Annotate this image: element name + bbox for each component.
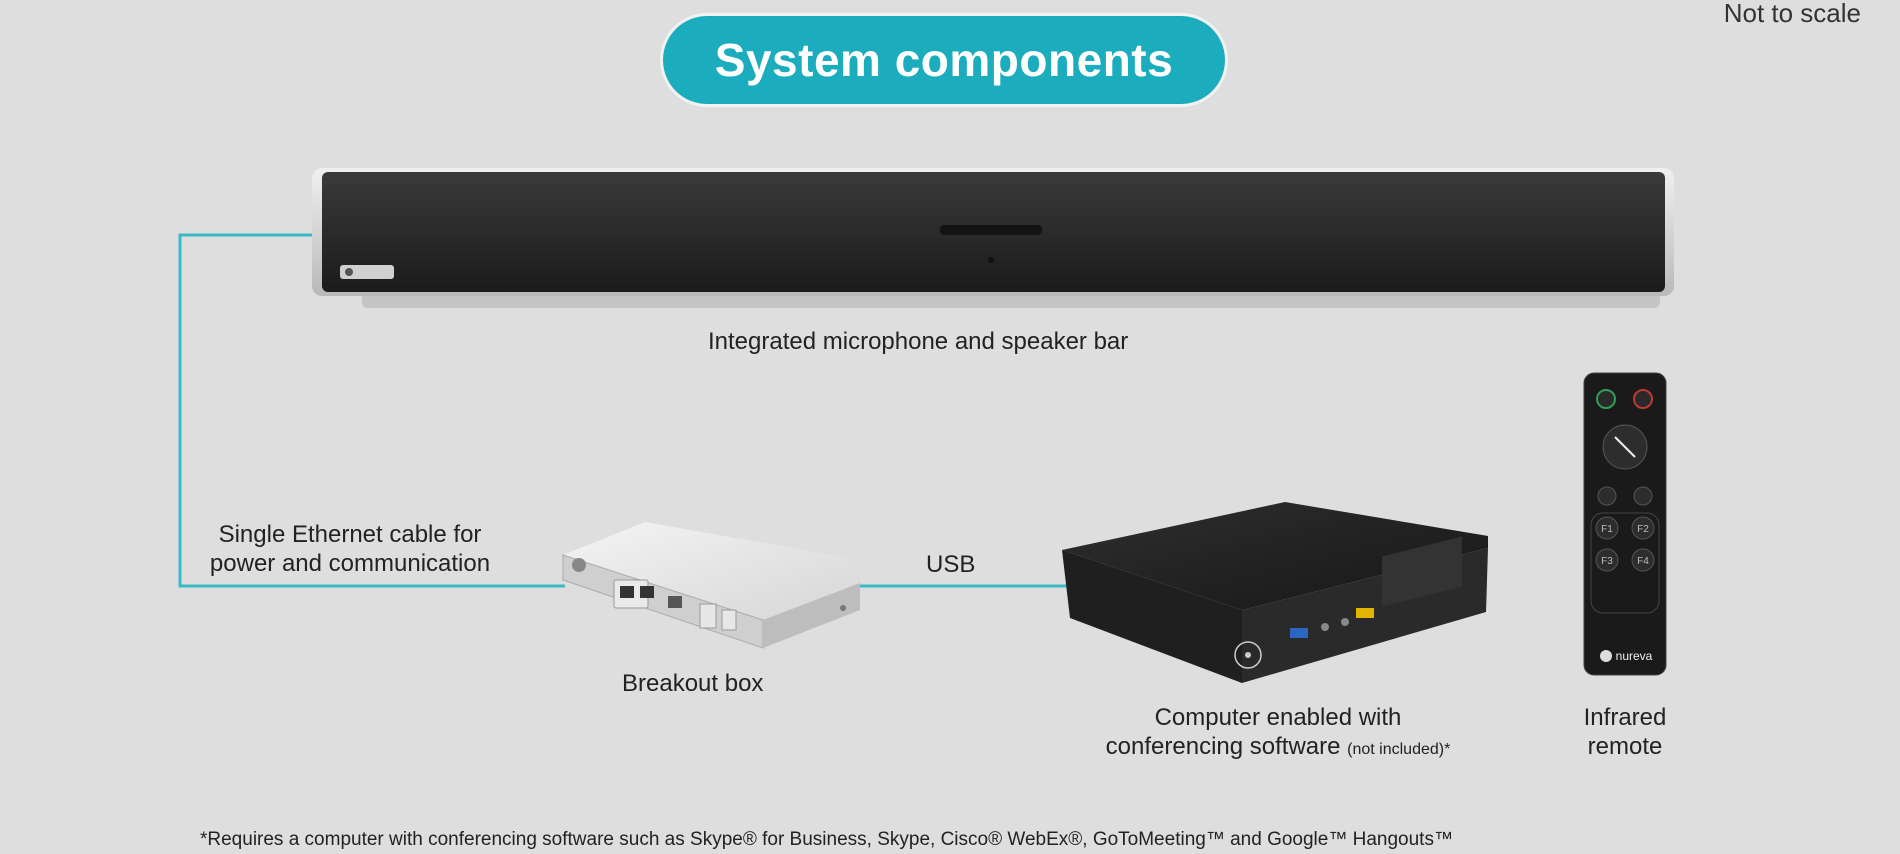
volume-down-icon (1597, 486, 1617, 506)
remote-label: Infrared remote (1583, 704, 1667, 760)
svg-text:F1: F1 (1601, 524, 1613, 535)
call-icon (1596, 389, 1616, 409)
svg-text:F3: F3 (1601, 556, 1613, 567)
speaker-bar-label: Integrated microphone and speaker bar (708, 328, 1129, 355)
computer-label: Computer enabled with conferencing softw… (1105, 704, 1451, 760)
computer (1062, 502, 1488, 683)
svg-text:F2: F2 (1637, 524, 1649, 535)
breakout-box-label: Breakout box (622, 670, 764, 697)
speaker-bar (312, 168, 1674, 308)
ethernet-cable-label: Single Ethernet cable for power and comm… (209, 521, 491, 577)
svg-text:F4: F4 (1637, 556, 1649, 567)
infrared-remote: F1 F2 F3 F4 nureva (1583, 372, 1667, 676)
scale-note: Not to scale (1723, 0, 1861, 28)
ethernet-cable (178, 233, 565, 588)
volume-up-icon (1633, 486, 1653, 506)
not-included-note: (not included)* (1347, 741, 1451, 758)
usb-label: USB (926, 551, 976, 578)
breakout-box (562, 522, 860, 649)
diagram-title: System components (663, 16, 1225, 104)
remote-brand: nureva (1616, 649, 1653, 663)
hangup-icon (1633, 389, 1653, 409)
